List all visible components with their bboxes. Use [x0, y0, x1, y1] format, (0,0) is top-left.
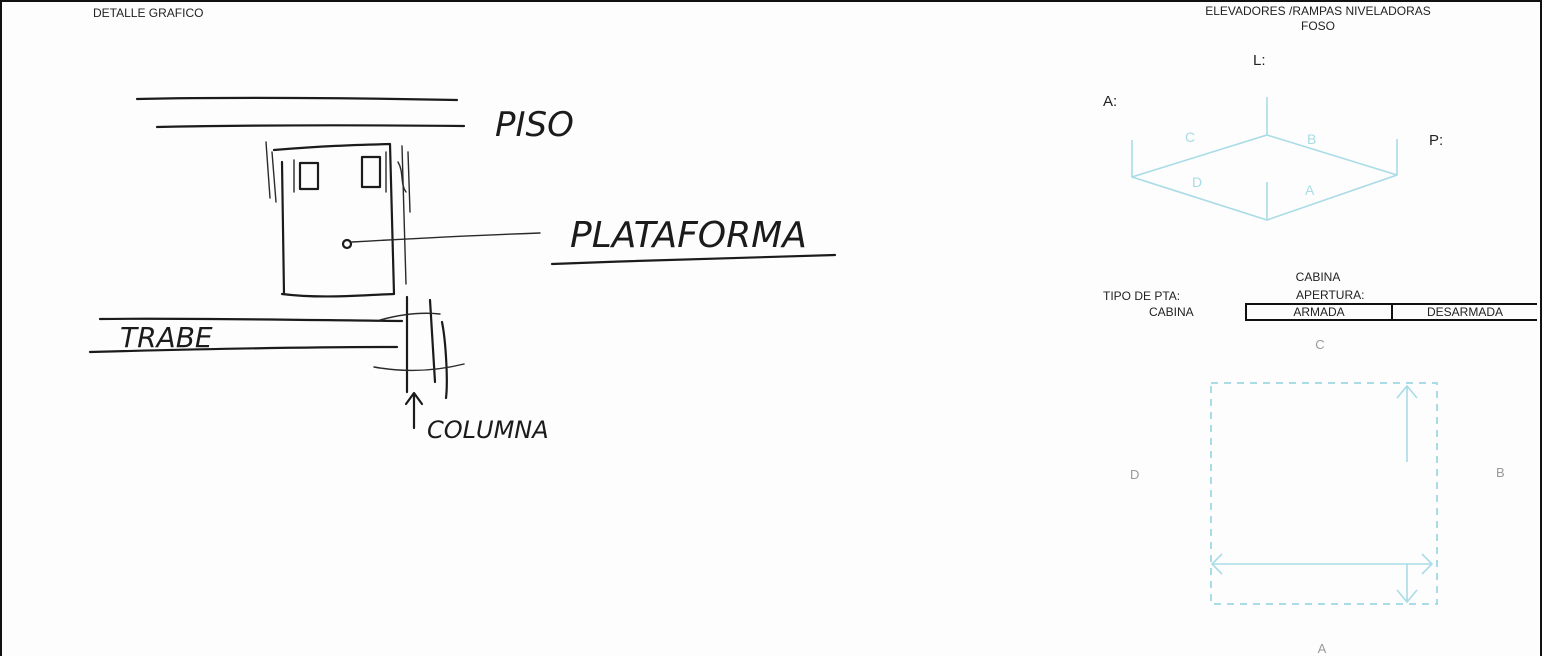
foso-face-b: B: [1307, 131, 1316, 147]
foso-width-label: A:: [1103, 93, 1118, 110]
foso-length-label: L:: [1253, 52, 1266, 69]
option-desarmada[interactable]: DESARMADA: [1391, 305, 1537, 319]
section-title: DETALLE GRAFICO: [93, 6, 204, 20]
foso-face-a: A: [1305, 182, 1315, 198]
form-subtitle: FOSO: [1300, 19, 1336, 33]
cabina-side-left: D: [1130, 467, 1140, 482]
cabina-plan-diagram: [1210, 382, 1438, 605]
tipo-pta-label: TIPO DE PTA:: [1103, 289, 1181, 303]
foso-depth-label: P:: [1429, 132, 1444, 149]
annotation-columna: COLUMNA: [427, 416, 549, 444]
apertura-label: APERTURA:: [1296, 288, 1365, 302]
apertura-table: ARMADA DESARMADA: [1245, 303, 1537, 321]
option-armada[interactable]: ARMADA: [1293, 305, 1345, 319]
tipo-pta-value: CABINA: [1149, 305, 1194, 319]
cabina-side-right: B: [1496, 465, 1505, 480]
cabina-side-bottom: A: [1317, 641, 1327, 656]
cabina-title: CABINA: [1295, 270, 1341, 284]
foso-isometric-diagram: C B D A: [1131, 97, 1398, 221]
form-title: ELEVADORES /RAMPAS NIVELADORAS: [1205, 4, 1431, 18]
foso-face-c: C: [1185, 129, 1195, 145]
foso-face-d: D: [1192, 174, 1202, 190]
annotation-trabe: TRABE: [120, 321, 213, 354]
annotation-plataforma: PLATAFORMA: [570, 215, 807, 256]
annotation-piso: PISO: [495, 105, 574, 145]
hand-sketch: [88, 96, 837, 430]
cabina-side-top: C: [1315, 337, 1325, 352]
